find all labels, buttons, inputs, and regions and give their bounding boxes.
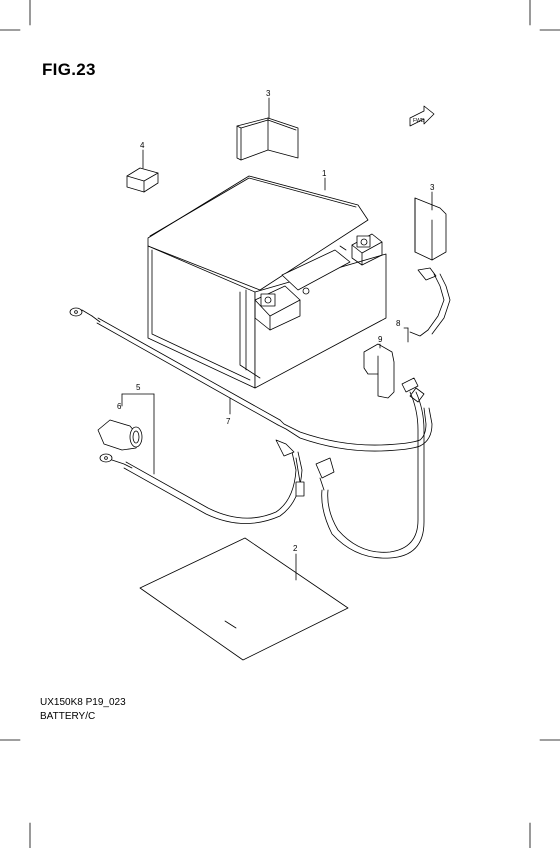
callout-3b: 3 <box>430 183 435 192</box>
fwd-label: FWD <box>413 118 425 124</box>
ground-cable <box>99 439 305 524</box>
terminal-cover <box>363 343 395 399</box>
fwd-arrow-icon: FWD <box>409 105 435 127</box>
battery-pad <box>126 167 159 193</box>
callout-7: 8 <box>396 319 401 328</box>
negative-cable <box>315 377 425 559</box>
leader-lines <box>121 97 433 581</box>
figure-title: FIG.23 <box>42 60 96 79</box>
battery <box>147 175 387 389</box>
callout-labels: 3 4 1 3 8 9 5 6 7 2 <box>117 89 435 553</box>
callout-1: 1 <box>322 169 327 178</box>
callout-3a: 3 <box>266 89 271 98</box>
callout-9: 7 <box>226 417 231 426</box>
battery-holder-bracket-upper <box>236 117 299 161</box>
callout-6: 6 <box>117 402 122 411</box>
diagram-name: BATTERY/C <box>40 711 96 722</box>
battery-ground-cap <box>97 419 143 451</box>
battery-holder-bracket-right <box>409 197 451 337</box>
callout-5: 5 <box>136 383 141 392</box>
callout-4: 4 <box>140 141 145 150</box>
positive-cable <box>69 307 433 452</box>
diagram-code: UX150K8 P19_023 <box>40 697 126 708</box>
callout-2: 2 <box>293 544 298 553</box>
battery-mat <box>139 537 349 661</box>
callout-8: 9 <box>378 335 383 344</box>
